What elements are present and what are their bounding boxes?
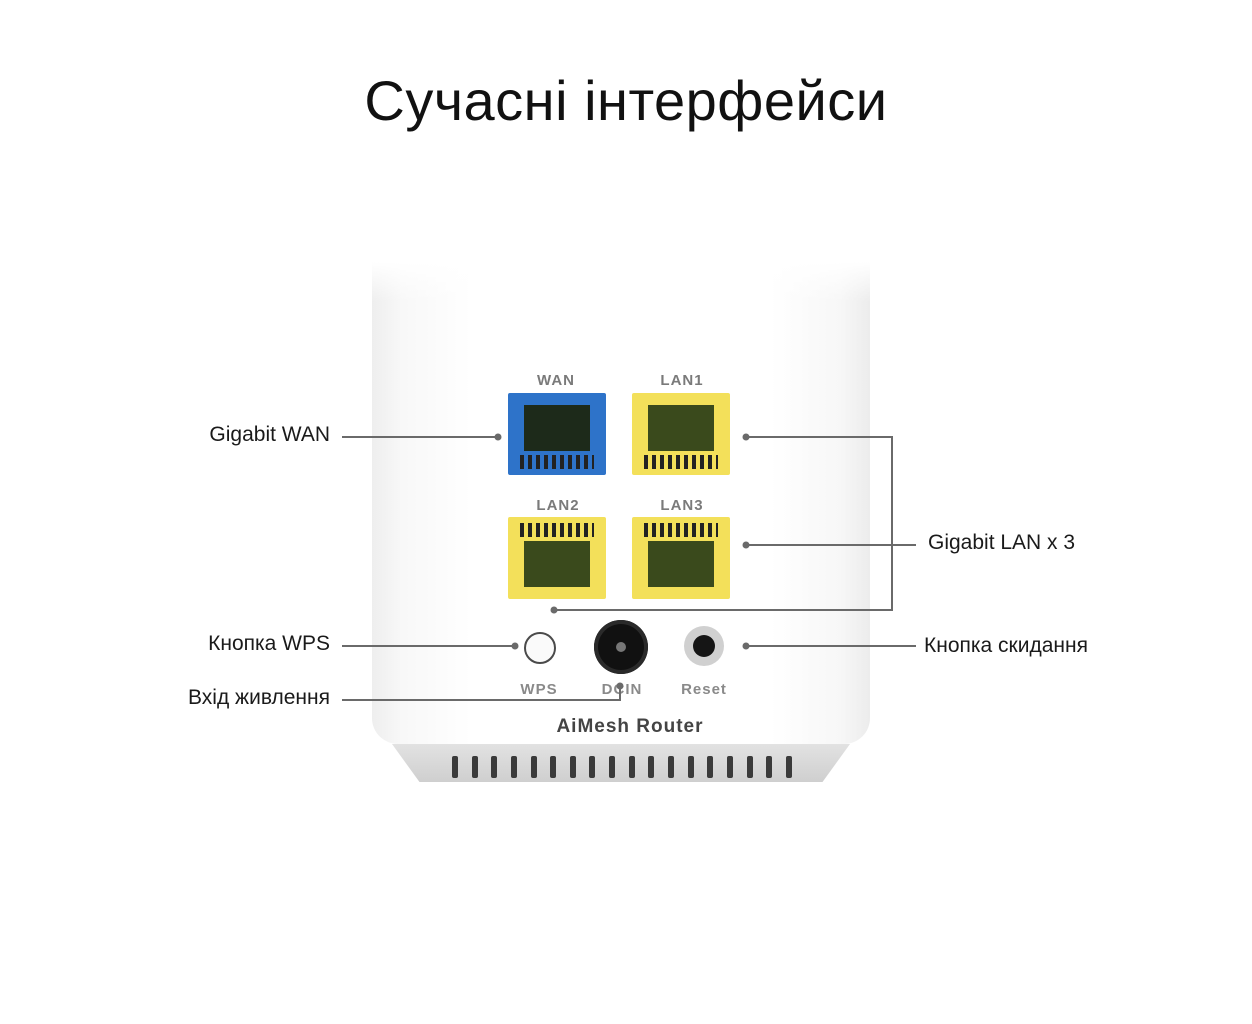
vent-slot: [491, 756, 498, 778]
vent-slot: [569, 756, 576, 778]
vent-slot: [471, 756, 478, 778]
vent-slot: [785, 756, 792, 778]
model-label: AiMesh Router: [556, 716, 704, 737]
vent-slot: [766, 756, 773, 778]
reset-callout-dot: [742, 642, 750, 650]
power-callout: Вхід живлення: [188, 686, 330, 709]
lan2-callout-dot: [550, 606, 558, 614]
vent-slot: [452, 756, 458, 778]
wps-button: [524, 632, 556, 664]
vent-slot: [707, 756, 714, 778]
lan1-port: [632, 393, 730, 475]
power-callout-dot: [616, 682, 624, 690]
lan3-port-label: LAN3: [660, 497, 704, 514]
dcin-label: DCIN: [601, 681, 643, 698]
dcin-center-pin: [616, 642, 626, 652]
lan1-port-pins: [644, 455, 718, 469]
lan1-port-socket: [648, 405, 714, 451]
wps-callout-dot: [511, 642, 519, 650]
lan1-port-label: LAN1: [660, 372, 704, 389]
reset-button: [693, 635, 715, 657]
lan-callout: Gigabit LAN x 3: [928, 531, 1076, 554]
vent-slot: [628, 756, 635, 778]
lan2-port-socket: [524, 541, 590, 587]
vent-slot: [668, 756, 675, 778]
wps-label: WPS: [520, 681, 558, 698]
wan-port: [508, 393, 606, 475]
lan3-port: [632, 517, 730, 599]
lan2-port-pins: [520, 523, 594, 537]
wan-callout: Gigabit WAN: [209, 423, 330, 446]
vent-slot: [510, 756, 517, 778]
vent-slot: [726, 756, 733, 778]
router-vents: [452, 756, 792, 780]
reset-label: Reset: [681, 681, 727, 698]
lan2-port: [508, 517, 606, 599]
vent-slot: [648, 756, 655, 778]
page-title: Сучасні інтерфейси: [364, 69, 888, 132]
wan-port-pins: [520, 455, 594, 469]
lan3-port-pins: [644, 523, 718, 537]
router-top-fade: [372, 262, 870, 302]
wan-port-label: WAN: [537, 372, 575, 389]
vent-slot: [550, 756, 557, 778]
vent-slot: [530, 756, 537, 778]
wps-callout: Кнопка WPS: [208, 632, 330, 655]
lan3-port-socket: [648, 541, 714, 587]
vent-slot: [687, 756, 694, 778]
lan3-callout-dot: [742, 541, 750, 549]
lan-bracket-line: [554, 436, 893, 611]
lan1-callout-dot: [742, 433, 750, 441]
reset-callout: Кнопка скидання: [924, 634, 1088, 657]
wan-callout-dot: [494, 433, 502, 441]
vent-slot: [589, 756, 596, 778]
vent-slot: [746, 756, 753, 778]
power-callout-line: [342, 686, 621, 701]
wan-port-socket: [524, 405, 590, 451]
router-base: [392, 744, 850, 782]
vent-slot: [609, 756, 616, 778]
lan2-port-label: LAN2: [536, 497, 580, 514]
